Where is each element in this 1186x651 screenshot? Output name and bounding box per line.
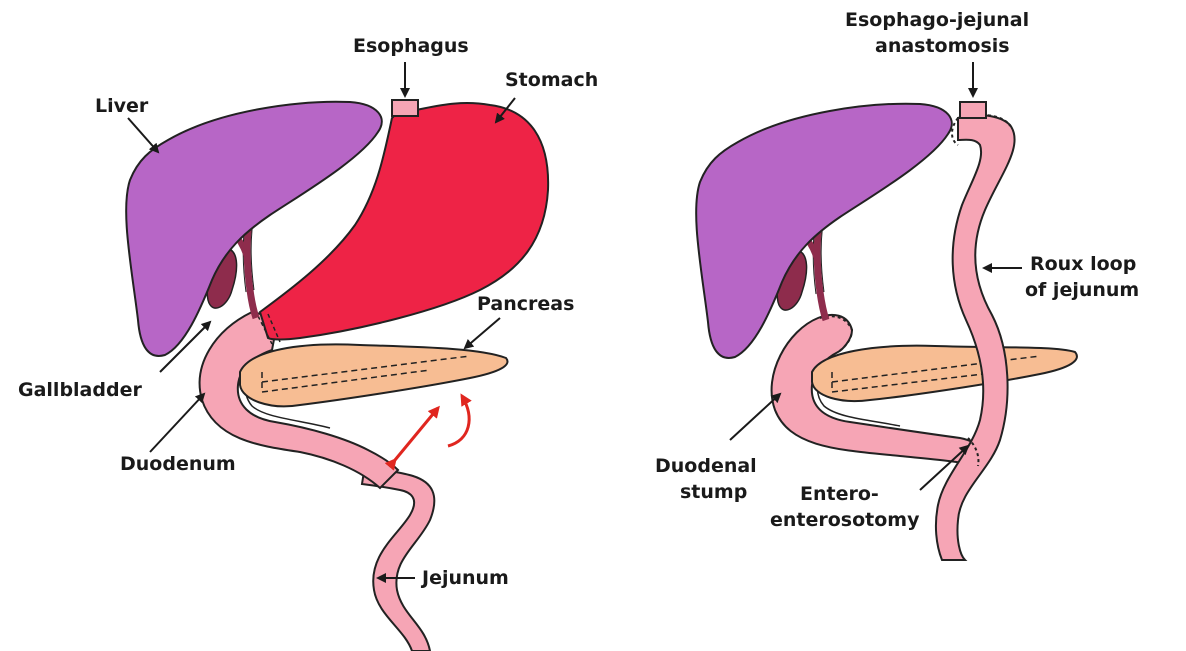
arrow-duodenal-stump [730,394,780,440]
label-jejunum: Jejunum [420,567,509,589]
label-stump-line1: Duodenal [655,455,757,477]
right-panel: Esophago-jejunal anastomosis Roux loop o… [655,9,1139,560]
label-pancreas: Pancreas [477,293,574,315]
esophagus-right [960,102,986,118]
label-entero-line2: enterosotomy [770,509,920,531]
label-esophagus: Esophagus [353,35,469,57]
arrow-pancreas [465,318,500,348]
label-anastomosis-line1: Esophago-jejunal [845,9,1029,31]
pancreas-right [812,346,1077,401]
label-stump-line2: stump [680,481,747,503]
pancreas [240,344,508,406]
label-roux-line1: Roux loop [1030,253,1136,275]
label-entero-line1: Entero- [800,483,879,505]
label-anastomosis-line2: anastomosis [875,35,1010,57]
roux-loop [936,115,1015,560]
esophagus [392,100,418,116]
arrow-liver [128,118,158,152]
label-duodenum: Duodenum [120,453,236,475]
mobilization-curved-arrow [448,396,469,446]
label-roux-line2: of jejunum [1025,279,1139,301]
left-panel: Esophagus Stomach Liver Pancreas Gallbla… [18,35,598,651]
label-liver: Liver [95,95,149,117]
arrow-duodenum [150,394,204,452]
label-gallbladder: Gallbladder [18,379,142,401]
mobilization-double-arrow [395,408,438,460]
jejunum [362,465,434,651]
label-stomach: Stomach [505,69,598,91]
